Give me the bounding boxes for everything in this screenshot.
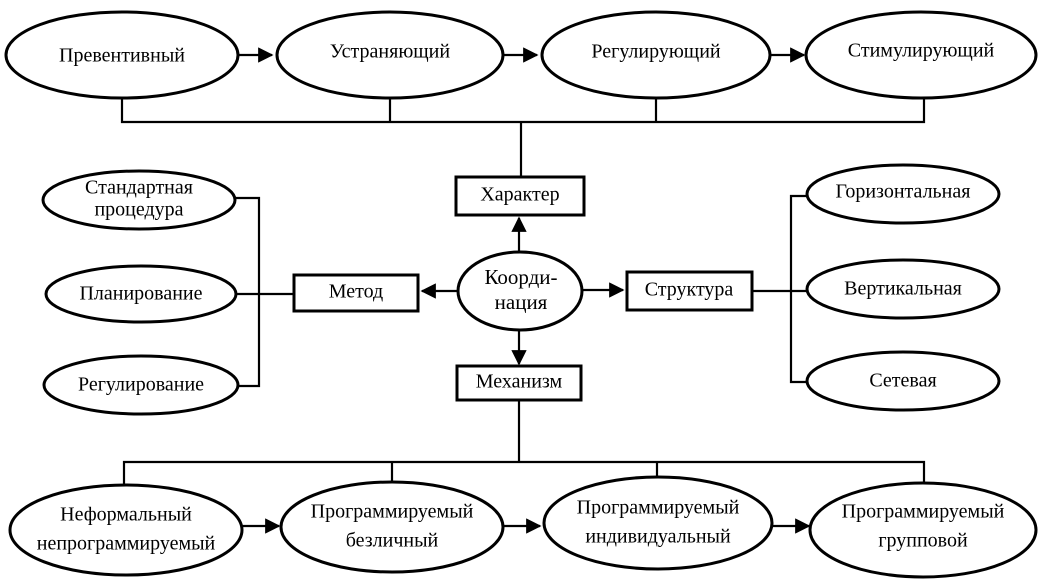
structure-type-label: Горизонтальная bbox=[836, 181, 971, 203]
branch-structure: Структура bbox=[625, 270, 754, 312]
mechanism-type-label-line2: безличный bbox=[346, 530, 439, 552]
character-type-preventive: Превентивный bbox=[4, 10, 240, 100]
character-type-label: Превентивный bbox=[59, 45, 185, 67]
branch-mechanism: Механизм bbox=[455, 364, 583, 402]
character-type-label: Устраняющий bbox=[330, 41, 450, 63]
branch-method: Метод bbox=[292, 273, 420, 313]
structure-type-label: Вертикальная bbox=[844, 278, 962, 300]
mechanism-type-label-line1: Программируемый bbox=[577, 497, 740, 519]
structure-type-network: Сетевая bbox=[805, 350, 1001, 412]
structure-type-vertical: Вертикальная bbox=[805, 258, 1001, 320]
method-type-regulation: Регулирование bbox=[42, 354, 240, 416]
structure-type-label: Сетевая bbox=[869, 370, 936, 392]
mechanism-type-label-line1: Программируемый bbox=[311, 501, 474, 523]
structure-type-horizontal: Горизонтальная bbox=[805, 163, 1001, 225]
method-type-label-line2: процедура bbox=[94, 199, 183, 221]
mechanism-type-group: Программируемый групповой bbox=[808, 481, 1038, 579]
top-bracket bbox=[120, 98, 926, 124]
mechanism-type-label-line2: непрограммируемый bbox=[37, 533, 216, 555]
character-type-stimulating: Стимулирующий bbox=[804, 10, 1038, 100]
method-type-label-line1: Стандартная bbox=[85, 177, 193, 199]
center-label-line2: нация bbox=[495, 290, 548, 314]
mechanism-type-informal: Неформальный непрограммируемый bbox=[8, 483, 244, 577]
character-type-label: Регулирующий bbox=[591, 41, 721, 63]
connectors bbox=[120, 47, 926, 534]
method-type-standard-procedure: Стандартная процедура bbox=[41, 169, 237, 231]
mechanism-type-label-line2: индивидуальный bbox=[585, 526, 731, 548]
method-type-label: Регулирование bbox=[78, 374, 204, 396]
branch-structure-label: Структура bbox=[645, 279, 734, 301]
center-label-line1: Коорди- bbox=[484, 265, 557, 289]
mechanism-type-individual: Программируемый индивидуальный bbox=[542, 475, 774, 571]
method-type-label: Планирование bbox=[79, 283, 202, 305]
branch-character: Характер bbox=[454, 175, 586, 217]
branch-character-label: Характер bbox=[480, 184, 559, 206]
mechanism-type-impersonal: Программируемый безличный bbox=[279, 480, 505, 574]
branch-mechanism-label: Механизм bbox=[476, 371, 563, 393]
mechanism-type-label-line2: групповой bbox=[878, 530, 968, 552]
mechanism-type-label-line1: Неформальный bbox=[60, 504, 192, 526]
method-bracket bbox=[232, 196, 294, 388]
character-type-regulating: Регулирующий bbox=[540, 10, 772, 100]
mechanism-type-label-line1: Программируемый bbox=[842, 501, 1005, 523]
branch-method-label: Метод bbox=[329, 281, 383, 303]
center-coordination: Коорди- нация bbox=[456, 250, 584, 332]
character-type-label: Стимулирующий bbox=[848, 40, 995, 62]
bottom-bracket bbox=[122, 460, 926, 492]
structure-bracket bbox=[752, 194, 816, 384]
character-type-eliminating: Устраняющий bbox=[275, 10, 505, 100]
method-type-planning: Планирование bbox=[44, 264, 238, 324]
